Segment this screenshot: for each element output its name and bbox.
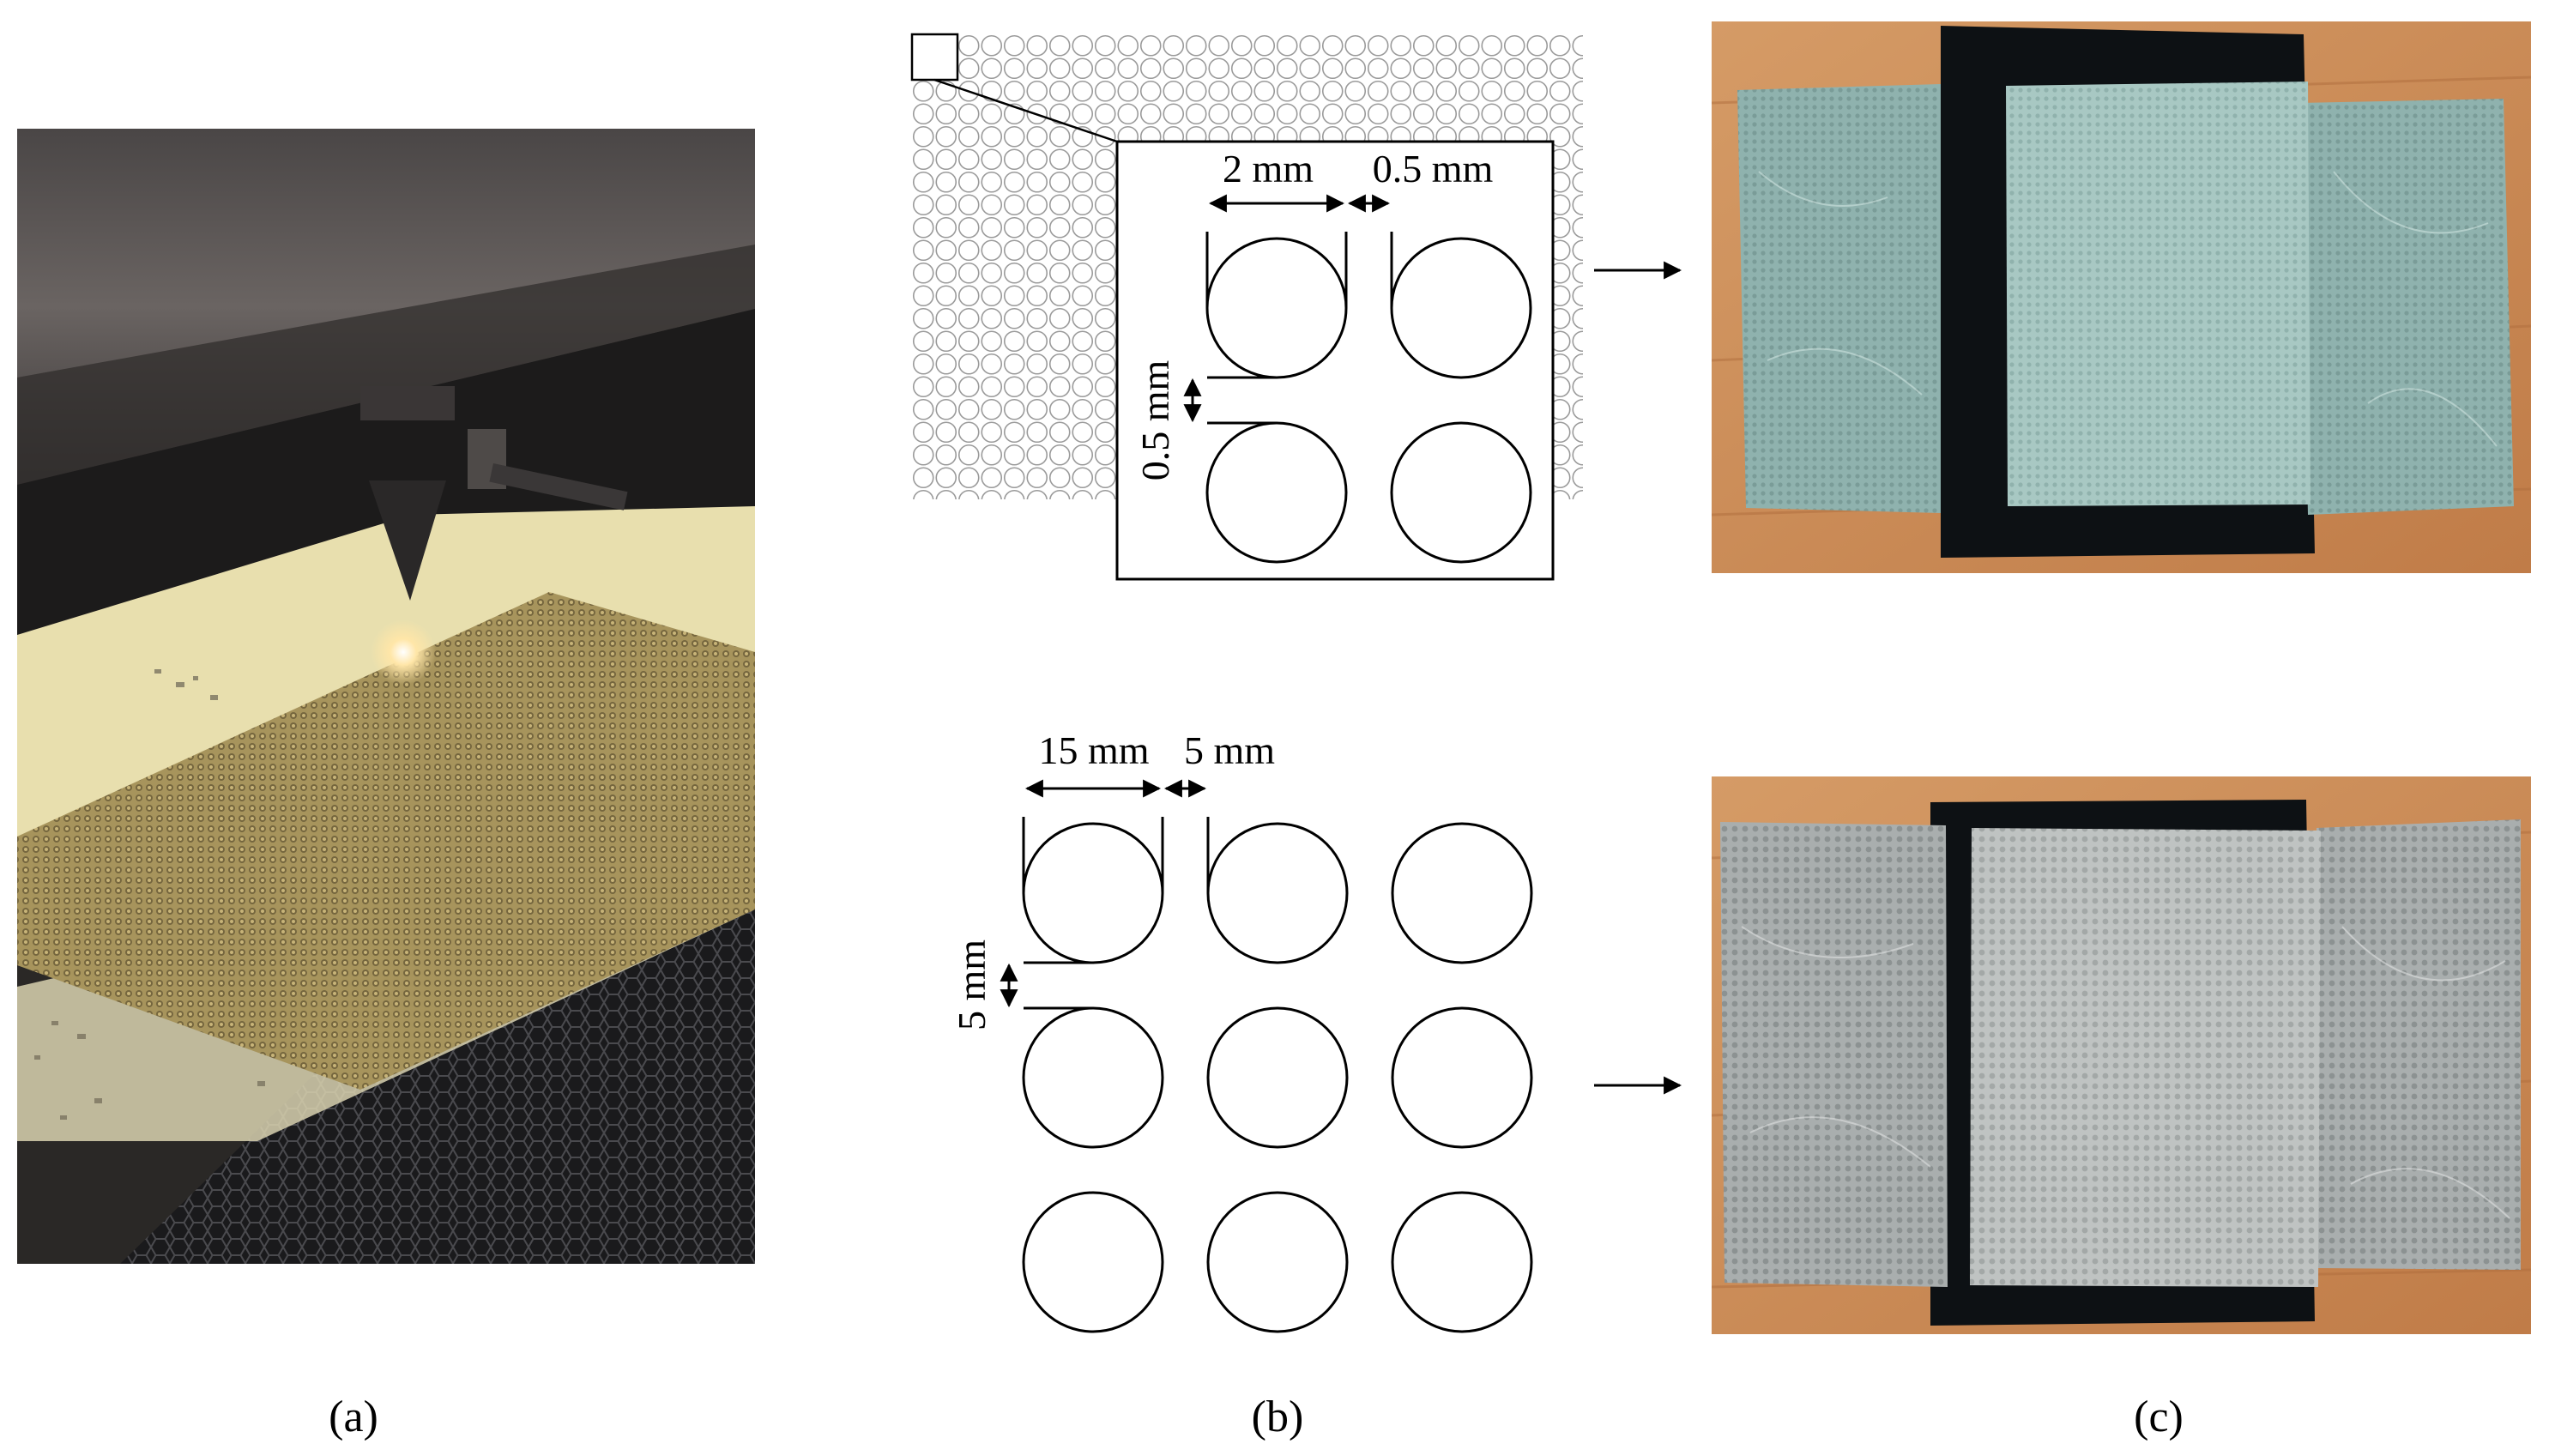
grey-fabric-sample-photo [1712,776,2531,1334]
teal-fabric-sample-photo [1712,21,2531,573]
hole [1391,1191,1533,1333]
diameter-label: 2 mm [1223,147,1314,190]
small-hole-pattern-diagram: 2 mm 0.5 mm 0.5 mm [910,33,1583,581]
hole [1206,1191,1349,1333]
large-hole-pattern-diagram: 15 mm 5 mm 5 mm [950,728,1533,1333]
vertical-spacing-label: 0.5 mm [1133,360,1177,481]
panel-label-b: (b) [1252,1393,1304,1441]
panel-label-c: (c) [2134,1393,2184,1441]
diameter-label: 15 mm [1038,728,1149,772]
zoom-inset [1115,140,1555,581]
horizontal-spacing-label: 5 mm [1184,728,1275,772]
hole [1022,1191,1164,1333]
magnify-selection-box [910,33,959,82]
hole [1391,1006,1533,1149]
hole [1206,822,1349,964]
hole [1206,1006,1349,1149]
hole [1391,822,1533,964]
laser-cutting-photo [17,129,755,1264]
magnify-leader-line [933,78,1118,143]
panel-label-a: (a) [329,1393,378,1441]
hole [1022,822,1164,964]
hole [1022,1006,1164,1149]
horizontal-spacing-label: 0.5 mm [1373,147,1494,190]
vertical-spacing-label: 5 mm [950,939,994,1030]
hole [1390,421,1532,564]
